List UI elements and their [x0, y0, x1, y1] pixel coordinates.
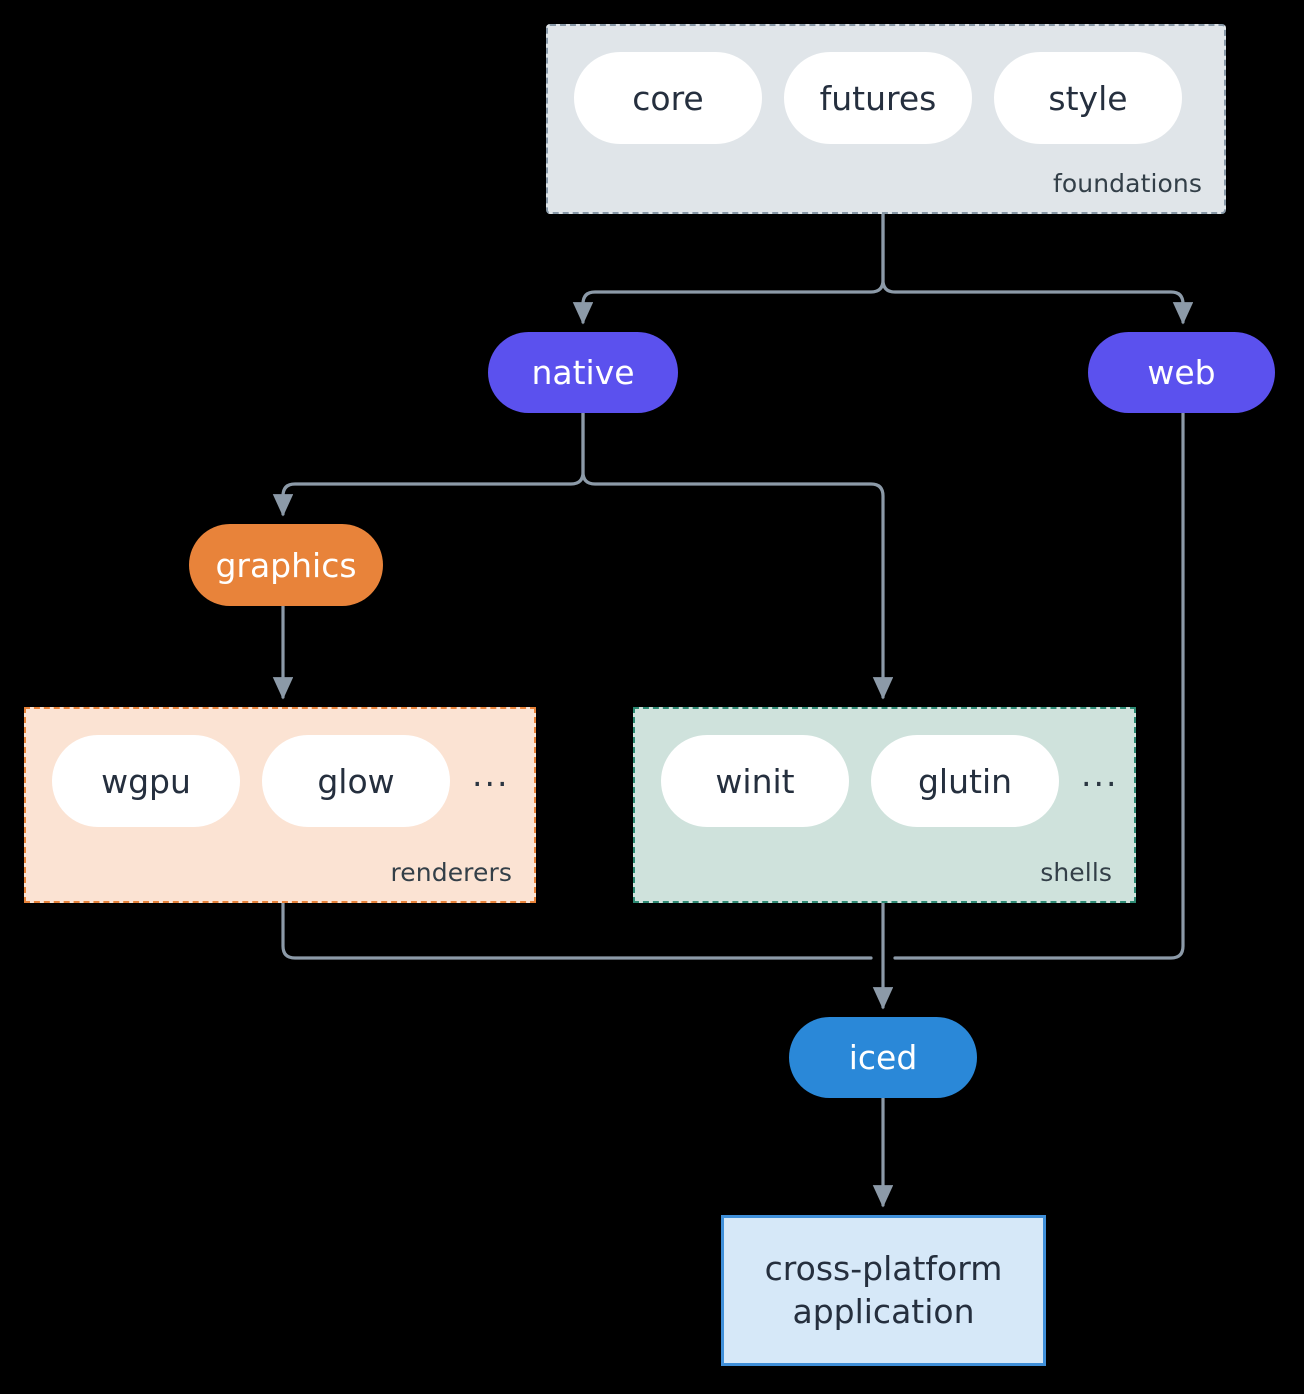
- app-line-2: application: [792, 1291, 975, 1331]
- cluster-shells-items: winit glutin ...: [661, 735, 1118, 827]
- node-core[interactable]: core: [574, 52, 762, 144]
- node-web[interactable]: web: [1088, 332, 1275, 413]
- node-native[interactable]: native: [488, 332, 678, 413]
- cluster-foundations-items: core futures style: [574, 52, 1182, 144]
- shells-ellipsis: ...: [1081, 754, 1119, 794]
- edge-web-iced: [893, 411, 1185, 960]
- app-line-1: cross-platform: [764, 1249, 1003, 1289]
- edge-renderers-iced: [281, 901, 873, 960]
- cluster-foundations-label: foundations: [1053, 169, 1202, 198]
- cluster-foundations: core futures style foundations: [546, 24, 1226, 214]
- cluster-renderers: wgpu glow ... renderers: [24, 707, 536, 903]
- node-futures[interactable]: futures: [784, 52, 972, 144]
- edge-native-graphics: [272, 411, 585, 517]
- node-iced[interactable]: iced: [789, 1017, 977, 1098]
- node-graphics[interactable]: graphics: [189, 524, 383, 606]
- node-winit[interactable]: winit: [661, 735, 849, 827]
- node-glow[interactable]: glow: [262, 735, 450, 827]
- node-glutin[interactable]: glutin: [871, 735, 1059, 827]
- node-wgpu[interactable]: wgpu: [52, 735, 240, 827]
- cluster-renderers-label: renderers: [390, 858, 512, 887]
- renderers-ellipsis: ...: [472, 754, 510, 794]
- cluster-renderers-items: wgpu glow ...: [52, 735, 509, 827]
- edge-foundations-native: [572, 212, 885, 325]
- edge-native-shells: [581, 411, 894, 700]
- edge-foundations-web: [881, 212, 1194, 325]
- cluster-shells-label: shells: [1040, 858, 1112, 887]
- cluster-shells: winit glutin ... shells: [633, 707, 1136, 903]
- node-style[interactable]: style: [994, 52, 1182, 144]
- node-cross-platform-application[interactable]: cross-platform application: [721, 1215, 1046, 1366]
